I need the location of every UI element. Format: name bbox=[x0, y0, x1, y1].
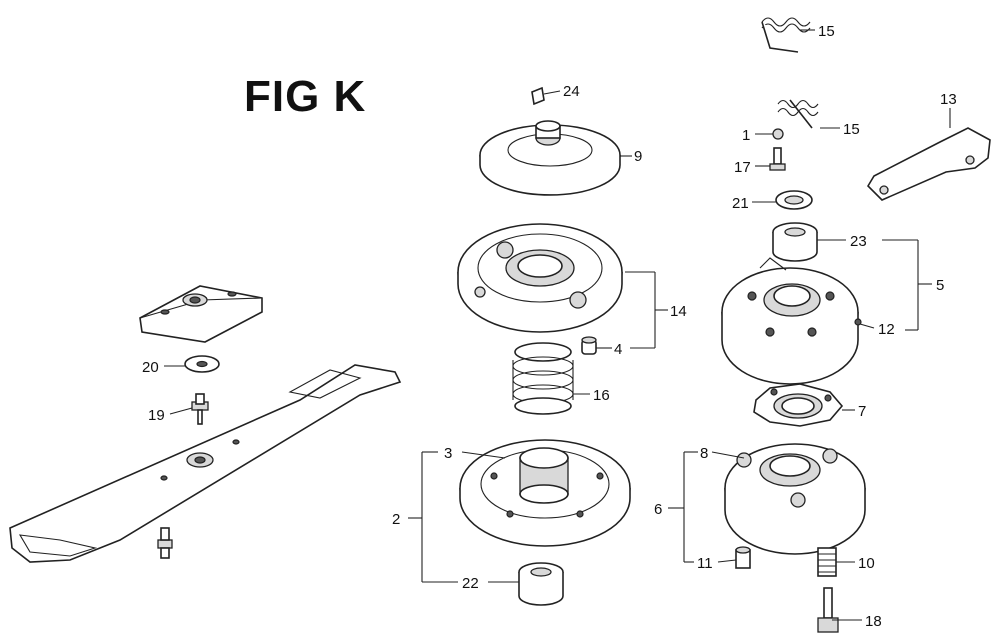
callout-5: 5 bbox=[936, 277, 944, 294]
spring-15-mid bbox=[777, 99, 819, 129]
blade-bolt bbox=[157, 527, 173, 559]
callout-6: 6 bbox=[654, 501, 662, 518]
lever-13 bbox=[866, 127, 991, 201]
callout-12: 12 bbox=[878, 321, 895, 338]
callout-22: 22 bbox=[462, 575, 479, 592]
pulley-14 bbox=[457, 223, 623, 333]
bolt-19 bbox=[191, 393, 209, 425]
bearing-22 bbox=[518, 562, 564, 606]
leader-lines bbox=[164, 29, 951, 621]
bolt-17 bbox=[769, 147, 786, 171]
spring-16 bbox=[512, 342, 574, 415]
callout-7: 7 bbox=[858, 403, 866, 420]
callout-23: 23 bbox=[850, 233, 867, 250]
callout-18: 18 bbox=[865, 613, 882, 630]
callout-15-mid: 15 bbox=[843, 121, 860, 138]
housing-6 bbox=[724, 443, 866, 555]
callout-4: 4 bbox=[614, 341, 622, 358]
housing-5 bbox=[721, 257, 862, 385]
callout-20: 20 bbox=[142, 359, 159, 376]
callout-2: 2 bbox=[392, 511, 400, 528]
bearing-23 bbox=[772, 222, 818, 262]
figure-title: FIG K bbox=[244, 72, 367, 121]
callout-24: 24 bbox=[563, 83, 580, 100]
callout-19: 19 bbox=[148, 407, 165, 424]
callout-17: 17 bbox=[734, 159, 751, 176]
nut-11 bbox=[735, 546, 751, 569]
nut-1 bbox=[772, 128, 784, 140]
callout-8: 8 bbox=[700, 445, 708, 462]
callout-11: 11 bbox=[697, 555, 713, 572]
mower-blade bbox=[9, 364, 402, 563]
spring-10 bbox=[817, 547, 837, 577]
shaft-bolt-18 bbox=[817, 587, 839, 633]
housing-2 bbox=[459, 439, 631, 547]
pulley-cover-9 bbox=[479, 120, 621, 196]
spring-15-top bbox=[761, 17, 811, 53]
callout-15-top: 15 bbox=[818, 23, 835, 40]
callout-14: 14 bbox=[670, 303, 687, 320]
blade-adapter bbox=[139, 285, 263, 343]
callout-10: 10 bbox=[858, 555, 875, 572]
callout-labels: 24 9 14 4 16 3 2 22 20 19 15 15 1 17 13 … bbox=[142, 23, 957, 630]
callout-3: 3 bbox=[444, 445, 452, 462]
callout-21: 21 bbox=[732, 195, 749, 212]
callout-13: 13 bbox=[940, 91, 957, 108]
pin-4 bbox=[581, 336, 597, 355]
callout-1: 1 bbox=[742, 127, 750, 144]
gasket-7 bbox=[753, 383, 844, 427]
key-24 bbox=[531, 86, 545, 106]
callout-9: 9 bbox=[634, 148, 642, 165]
callout-16: 16 bbox=[593, 387, 610, 404]
